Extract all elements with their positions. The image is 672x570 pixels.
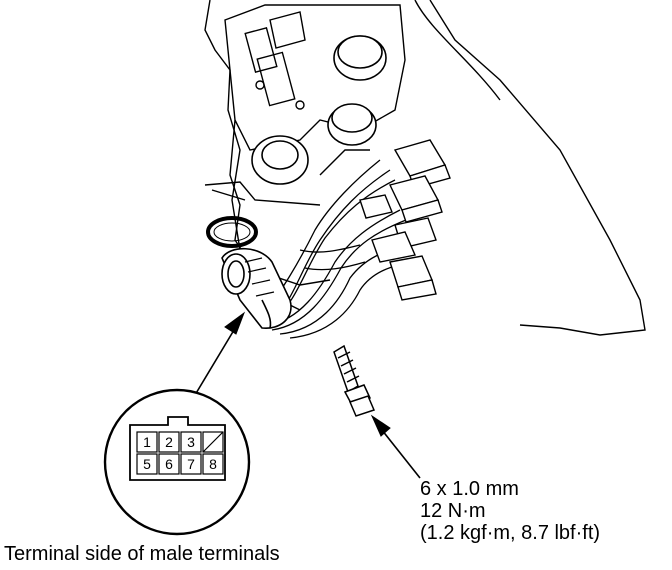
solenoid-connectors: [359, 139, 451, 301]
connector-caption: Terminal side of male terminals: [4, 543, 280, 565]
bolt-size: 6 x 1.0 mm: [420, 478, 519, 500]
valve-body: [224, 4, 406, 151]
pin-label: 3: [187, 434, 195, 450]
mounting-bolt: [333, 344, 376, 417]
bolt-torque-alt: (1.2 kgf·m, 8.7 lbf·ft): [420, 522, 601, 544]
pin-label: 5: [143, 456, 151, 472]
harness-connector-body: [221, 247, 292, 329]
cap-plugs: [251, 35, 387, 185]
connector-callout: 1 2 3 5 6 7 8: [103, 388, 251, 536]
callout-circle: [103, 388, 251, 536]
bolt-torque: 12 N·m: [420, 500, 486, 522]
bolt-spec-label: 6 x 1.0 mm 12 N·m (1.2 kgf·m, 8.7 lbf·ft…: [420, 478, 600, 544]
pin-label: 7: [187, 456, 195, 472]
connector-face: [129, 416, 226, 481]
blank-pin-slash: [202, 431, 224, 453]
pin-label: 8: [209, 456, 217, 472]
bolt-spec-arrow: [370, 414, 421, 479]
pin-label: 1: [143, 434, 151, 450]
pin-labels: 1 2 3 5 6 7 8: [143, 434, 217, 472]
pin-label: 6: [165, 456, 173, 472]
pin-label: 2: [165, 434, 173, 450]
o-ring: [206, 216, 258, 248]
connector-callout-arrow: [194, 311, 246, 396]
